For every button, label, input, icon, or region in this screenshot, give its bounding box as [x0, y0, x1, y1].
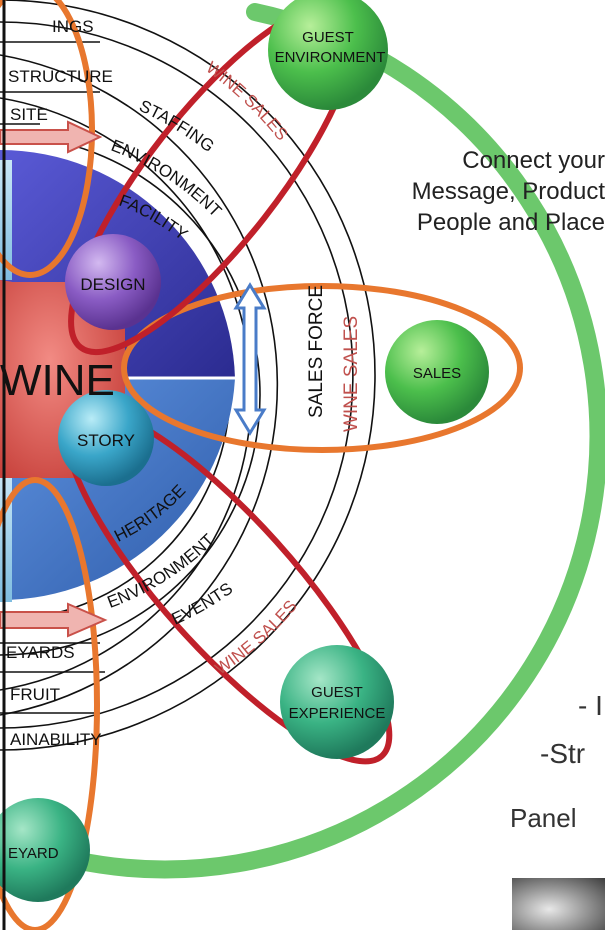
vineyard-orb [0, 798, 90, 902]
guest-environment-label-line2: ENVIRONMENT [275, 49, 386, 66]
orange-oval-middle [121, 283, 523, 453]
connect-line-3: People and Place [416, 209, 605, 236]
guest-experience-orb [280, 645, 394, 759]
guest-environment-orb [268, 0, 388, 110]
label-infrastructure: STRUCTURE [8, 67, 113, 86]
connect-line-1: Connect your [462, 147, 605, 174]
bottom-text-line1: - I [578, 690, 603, 721]
guest-environment-label-line1: GUEST [302, 29, 354, 46]
left-ring-lines [0, 41, 105, 714]
label-site: SITE [10, 105, 48, 124]
label-buildings: INGS [52, 17, 94, 36]
label-vineyards: EYARDS [6, 643, 75, 662]
wine-center-label: WINE [0, 356, 115, 405]
bottom-text-line2: -Str [540, 738, 586, 769]
connect-message: Connect your Message, Product People and… [340, 145, 605, 238]
arrow-top [0, 120, 103, 154]
vineyard-orb-label: EYARD [8, 845, 59, 862]
panel-heading: Panel [510, 803, 577, 833]
story-orb [58, 390, 154, 486]
story-label: STORY [77, 431, 135, 450]
connect-line-2: Message, Product [411, 178, 605, 205]
guest-experience-label-line1: GUEST [311, 684, 363, 701]
panel-photo-thumbnail [512, 878, 605, 930]
sales-orb-label: SALES [413, 365, 461, 382]
label-fruit: FRUIT [10, 685, 60, 704]
middle-wine-sales-label: WINE SALES [341, 316, 362, 432]
label-sustainability: AINABILITY [10, 730, 102, 749]
guest-experience-label-line2: EXPERIENCE [289, 705, 386, 722]
sales-force-label: SALES FORCE [306, 285, 327, 418]
lower-wine-sales-label: WINE SALES [212, 597, 301, 679]
green-orbit-arc [66, 3, 605, 879]
orange-oval-top [0, 0, 95, 278]
orange-oval-bottom [0, 477, 100, 930]
lower-events-label: EVENTS [169, 579, 236, 629]
vertical-double-arrow [233, 282, 267, 436]
design-orb [65, 234, 161, 330]
arrow-bottom [0, 602, 108, 638]
design-label: DESIGN [80, 275, 145, 294]
sales-orb [385, 320, 489, 424]
